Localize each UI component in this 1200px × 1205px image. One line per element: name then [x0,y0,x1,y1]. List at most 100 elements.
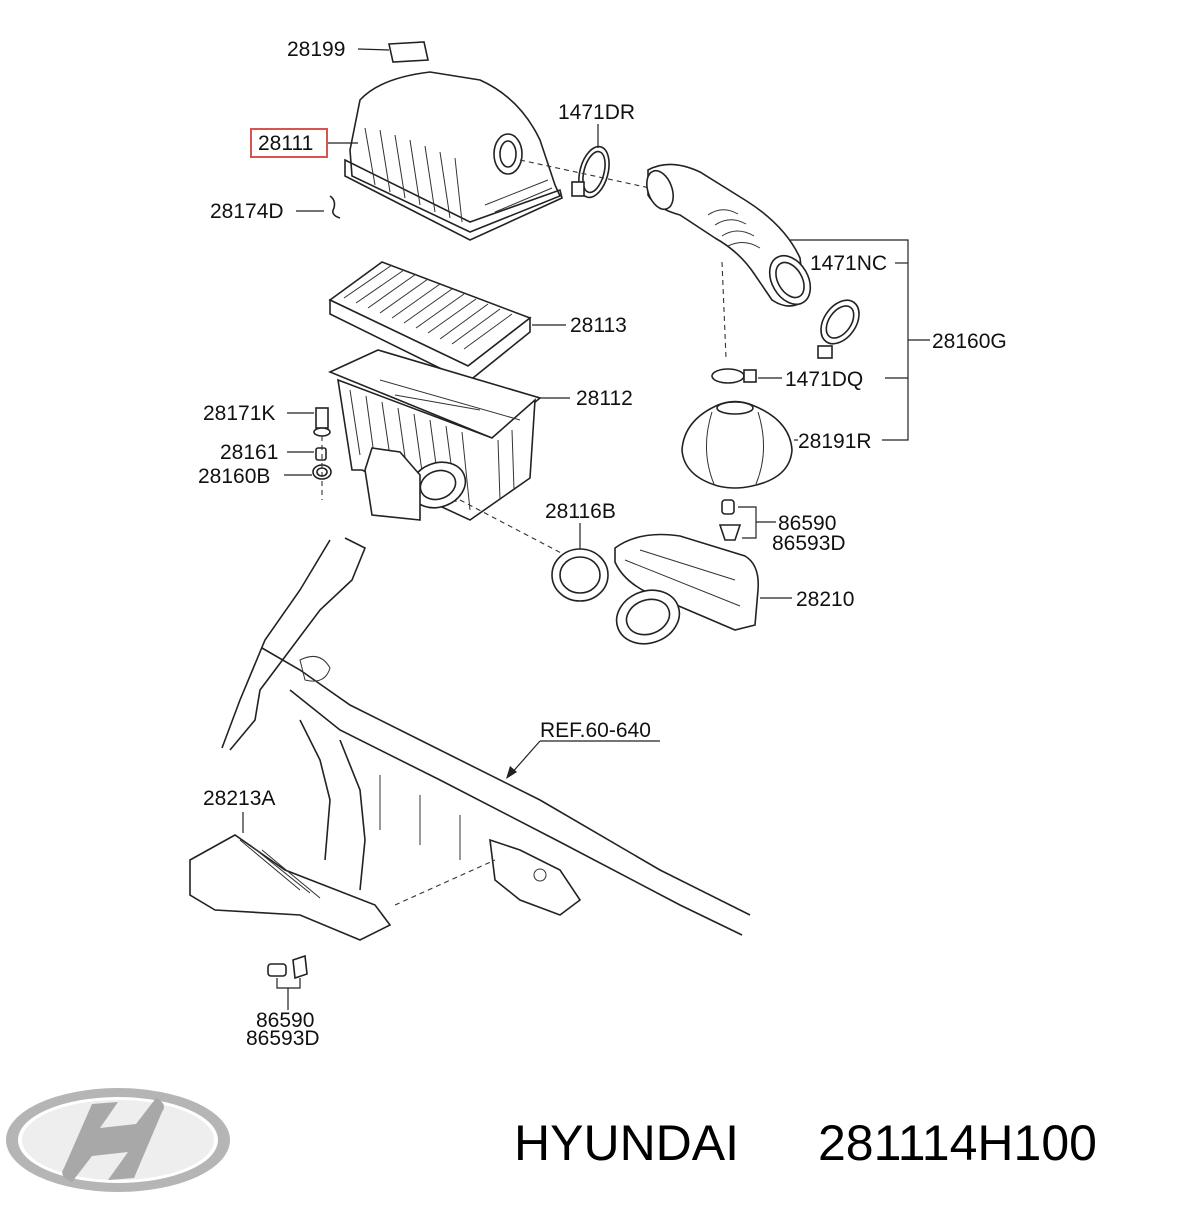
clamp-1471NC-screw [817,345,833,359]
cover-outlet-inner [499,140,517,168]
label-28113: 28113 [570,314,627,337]
cover-flange [344,158,563,241]
part-1471DR [519,124,651,199]
hose-bellows [707,209,761,249]
hose-body [647,163,806,307]
frame-strut-left [299,719,331,861]
label-28112: 28112 [576,387,633,410]
bracket-86590-top [738,506,757,539]
clamp-1471DR [578,145,610,199]
clamp-1471DQ [711,368,745,384]
hose-end-right-inner [775,261,805,299]
bolt-86590-top [721,499,735,515]
part-28161-shape [315,447,327,461]
label-28161: 28161 [220,441,278,464]
axis-housing-ring [459,499,566,556]
bracket-28160G [790,239,930,441]
body-frame [221,537,751,936]
housing-inner [379,379,521,421]
label-1471DQ: 1471DQ [785,368,863,391]
part-28174D [296,195,341,219]
part-28199 [357,41,429,63]
caption-part-number: 281114H100 [818,1115,1097,1171]
part-28113-filter [328,261,566,383]
bolt-86590-bottom [267,963,287,977]
label-86590-top: 86590 [778,512,836,535]
label-28213A: 28213A [203,787,275,810]
frame-ribs [379,775,461,860]
clamp-1471DR-screw [571,181,585,197]
axis-bracket-frame [394,859,496,906]
clamp-1471NC-inner [825,305,855,339]
leader-ref-arrow [509,740,541,776]
hose-end-left [646,169,674,211]
part-28171K-washer [313,427,331,437]
label-28160B: 28160B [198,465,270,488]
cover-outlet [493,133,523,175]
highlight-box-28111 [250,128,328,158]
label-28171K: 28171K [203,402,275,425]
frame-mount-plate [489,838,582,916]
fasteners-top-right [718,499,776,541]
leader-28199 [357,48,390,51]
part-28191R [681,400,798,489]
ref-arrowhead [506,766,517,779]
duct-lines [624,549,741,607]
label-28160G: 28160G [932,330,1007,353]
filter-frame [329,298,531,383]
part-28213A [189,812,496,941]
part-1471DQ [711,368,782,384]
label-86593D-top: 86593D [772,532,846,555]
housing-outlet-inner [419,469,457,501]
part-28199-shape [388,41,429,63]
part-28111-cover [344,71,563,241]
duct-inlet-inner [625,598,671,636]
label-1471NC: 1471NC [810,252,887,275]
hyundai-logo [6,1088,230,1192]
label-28111: 28111 [258,132,313,155]
housing-duct [364,447,421,521]
clamp-1471NC [820,299,860,345]
axis-hose-clamp [721,261,727,359]
part-28112-housing [327,349,570,556]
frame-beam-mid [289,689,743,936]
label-1471DR: 1471DR [558,101,635,124]
frame-outline-1 [229,537,367,751]
clamp-1471DQ-screw [743,369,757,383]
frame-strut-right [339,739,366,891]
label-86590-bottom: 86590 [256,1009,314,1032]
part-1471NC [817,299,860,359]
cover-ribs [364,127,463,223]
duct-body [614,533,760,631]
label-ref: REF.60-640 [540,719,651,742]
logo-h-letter [62,1098,165,1182]
bracket-28213A-ribs [239,839,321,899]
clip-28174D [329,195,341,219]
intake-hose [646,163,812,359]
resonator-top [716,401,754,415]
ring-28116B-inner [559,556,601,594]
label-86593D-bottom: 86593D [246,1027,320,1050]
cover-body [349,71,562,233]
nut-86593D-top [718,524,742,541]
frame-mount-hole [533,868,547,882]
frame-hole [299,655,331,682]
part-28210-duct [614,533,792,645]
nut-86593D-bottom [292,954,308,980]
filter-pleats [343,264,513,350]
label-28199: 28199 [287,38,345,61]
part-28171K-shape [315,407,329,429]
fasteners-left [284,407,332,500]
clamp-1471DR-inner [582,150,606,194]
frame-beam-top [261,647,751,916]
axis-cover-hose [519,159,651,189]
label-28210: 28210 [796,588,854,611]
resonator-contours [705,411,765,485]
frame-outline-2 [221,539,331,749]
part-28116B [551,523,609,602]
hose-end-right [768,254,812,306]
label-28174D: 28174D [210,200,284,223]
cover-clips [484,179,553,213]
